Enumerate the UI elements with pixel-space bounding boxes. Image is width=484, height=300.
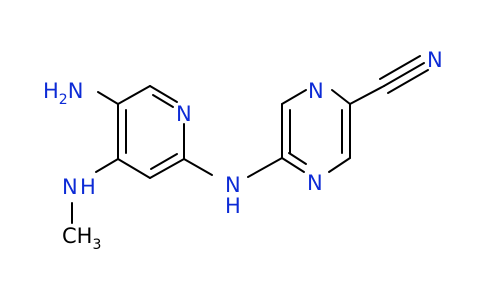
bond-c4-nhme [95,158,119,173]
methyl-label: CH3 [62,224,101,253]
methylamino-h-label: H [80,175,96,199]
bond-pyr-c5-c6 [117,85,151,105]
linker-h-label: H [225,194,241,218]
bond-pz-c3-n4 [328,157,351,173]
bond-pz-c6-n1 [281,89,307,105]
pyrazine-n-bottom-label: N [307,171,323,195]
pyrazine-n-top-label: N [308,79,324,103]
bond-pyr-c2-c3-double [150,153,178,170]
bond-pyr-c6-n1-double [152,94,174,108]
bond-pyr-c3-c4 [117,158,151,179]
bond-nh-c5pz [247,157,283,178]
bond-cn-triple-2 [379,55,421,80]
bond-c5-nh2 [97,91,119,105]
linker-n-label: N [225,173,241,197]
bond-c2-nh [183,158,213,176]
bond-pz-n4-c5-double [288,152,307,165]
bond-pz-n4-c5 [281,157,305,173]
bond-c2-cn [349,85,385,105]
pyridine-n-label: N [176,102,192,126]
nitrile-n-label: N [427,48,443,72]
bond-pz-n1-c2 [331,89,351,105]
bond-pyr-c2-c3 [149,158,185,179]
bond-cn-triple-3 [387,69,429,94]
bond-cn-triple-1 [383,62,425,87]
amino-label: H2N [43,79,83,108]
methylamino-n-label: N [62,175,78,199]
bond-pyr-c6-n1 [149,85,178,103]
